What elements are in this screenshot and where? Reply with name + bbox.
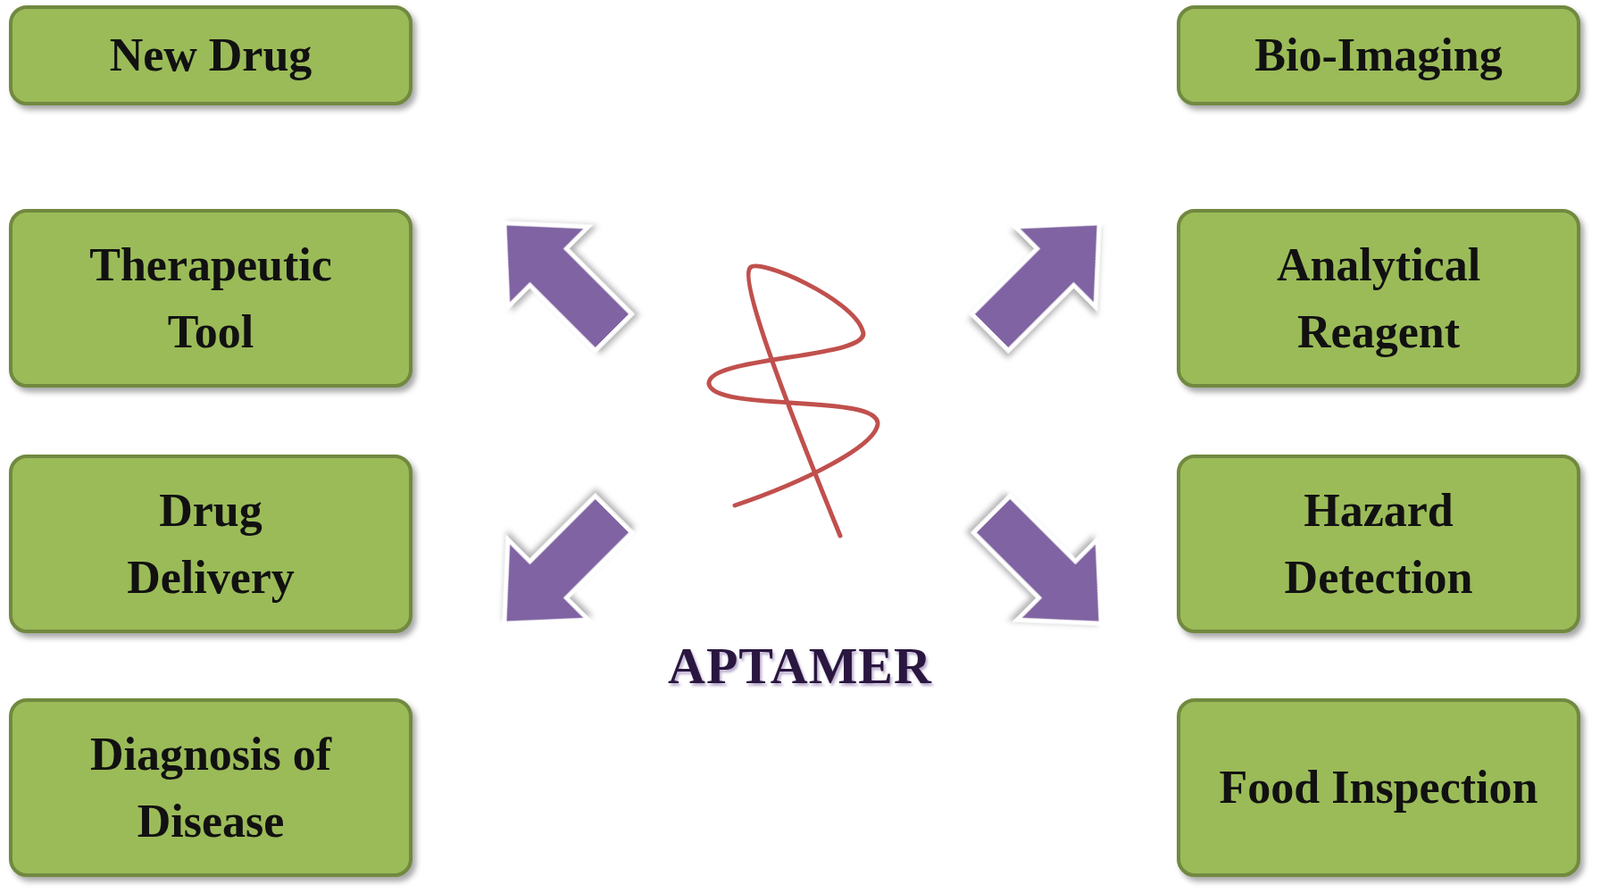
box-label: Therapeutic Tool xyxy=(45,231,376,367)
application-box: Analytical Reagent xyxy=(1176,208,1581,388)
box-label: Analytical Reagent xyxy=(1213,231,1544,367)
box-label: Hazard Detection xyxy=(1213,476,1544,612)
application-box: Drug Delivery xyxy=(8,454,413,634)
application-box: New Drug xyxy=(8,5,413,106)
box-label: New Drug xyxy=(109,21,313,89)
block-arrow xyxy=(464,474,653,663)
application-box: Hazard Detection xyxy=(1176,454,1581,634)
aptamer-strand xyxy=(708,266,878,536)
box-label: Diagnosis of Disease xyxy=(41,720,381,856)
application-box: Diagnosis of Disease xyxy=(8,698,413,877)
application-box: Food Inspection xyxy=(1176,698,1581,877)
box-label: Bio-Imaging xyxy=(1254,21,1502,89)
center-title: APTAMER xyxy=(667,635,933,696)
block-arrows xyxy=(464,183,1141,663)
box-label: Food Inspection xyxy=(1219,753,1539,821)
box-label: Drug Delivery xyxy=(94,476,327,612)
block-arrow xyxy=(464,183,653,372)
application-box: Bio-Imaging xyxy=(1176,5,1581,106)
block-arrow xyxy=(951,474,1141,663)
block-arrow xyxy=(950,183,1139,372)
application-box: Therapeutic Tool xyxy=(8,208,413,388)
